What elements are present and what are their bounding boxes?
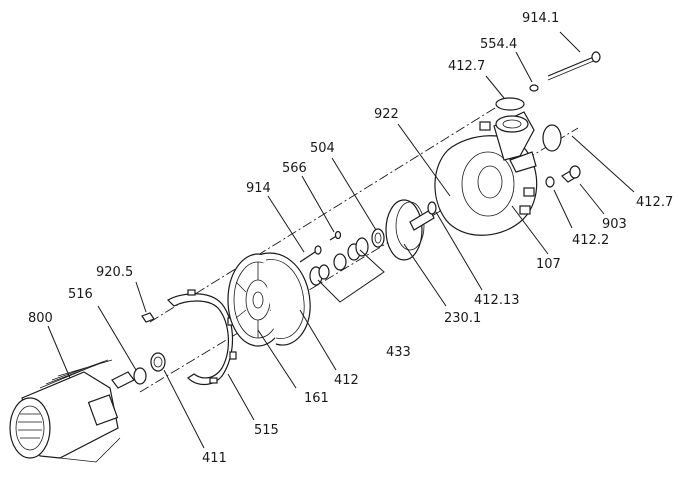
- motor-800: [9, 359, 135, 463]
- label-554-4: 554.4: [480, 37, 517, 52]
- label-516: 516: [68, 287, 93, 302]
- label-412-13: 412.13: [474, 293, 520, 308]
- label-230-1: 230.1: [444, 311, 481, 326]
- label-515: 515: [254, 423, 279, 438]
- label-411: 411: [202, 451, 227, 466]
- plug-903: [561, 165, 581, 183]
- label-412-2: 412.2: [572, 233, 609, 248]
- o-ring-412: [261, 252, 311, 346]
- spacer-ring-504: [371, 228, 385, 248]
- label-504: 504: [310, 141, 335, 156]
- o-ring-412-7-outlet: [542, 124, 562, 152]
- center-axes: [139, 107, 579, 393]
- label-914: 914: [246, 181, 271, 196]
- impeller-230-1: [385, 199, 435, 261]
- label-920-5: 920.5: [96, 265, 133, 280]
- label-566: 566: [282, 161, 307, 176]
- mechanical-seal-433: [309, 237, 385, 303]
- label-107: 107: [536, 257, 561, 272]
- label-412-7-right: 412.7: [636, 195, 673, 210]
- clamp-ring-515: [167, 289, 237, 386]
- label-412: 412: [334, 373, 359, 388]
- o-ring-412-7-flange: [495, 97, 525, 111]
- part-labels: 914.1 554.4 412.7 922 412.7 504 566 914 …: [28, 11, 673, 466]
- pin-566: [329, 230, 342, 241]
- label-922: 922: [374, 107, 399, 122]
- o-ring-412-13: [427, 201, 437, 215]
- ring-411: [150, 352, 166, 372]
- label-161: 161: [304, 391, 329, 406]
- nut-920-5: [141, 312, 155, 323]
- o-ring-412-2: [545, 176, 555, 188]
- label-800: 800: [28, 311, 53, 326]
- washer-554-4: [529, 84, 539, 92]
- label-903: 903: [602, 217, 627, 232]
- label-412-7-top: 412.7: [448, 59, 485, 74]
- ring-516: [133, 367, 147, 385]
- leader-lines: [47, 31, 635, 449]
- label-914-1: 914.1: [522, 11, 559, 26]
- label-433: 433: [386, 345, 411, 360]
- screw-914: [299, 245, 322, 263]
- volute-casing-107: [434, 111, 538, 236]
- bolt-914-1: [547, 51, 601, 81]
